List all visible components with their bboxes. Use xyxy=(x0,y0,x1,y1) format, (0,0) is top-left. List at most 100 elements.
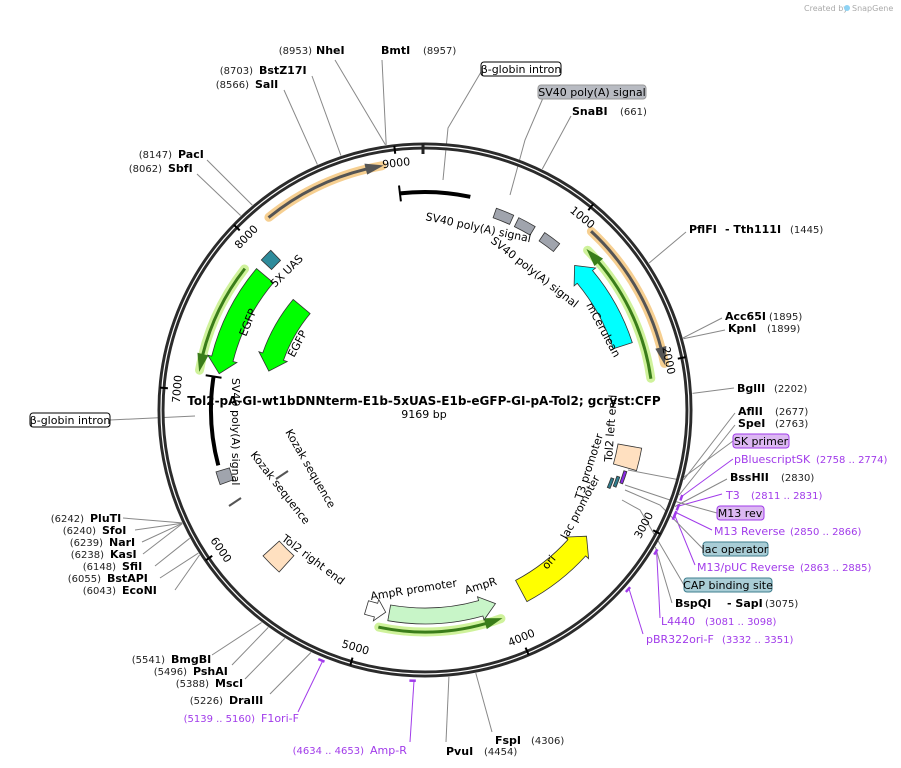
enzyme-position: (8566) xyxy=(216,80,249,91)
enzyme-site-kasi[interactable]: (6238)KasI xyxy=(71,548,137,561)
enzyme-site-pshai[interactable]: (5496)PshAI xyxy=(154,665,228,678)
enzyme-site-fspi[interactable]: FspI(4306) xyxy=(495,734,564,747)
enzyme-site-bmgbi[interactable]: (5541)BmgBI xyxy=(132,653,211,666)
enzyme-leader-line xyxy=(174,554,201,591)
enzyme-site-snabi[interactable]: SnaBI(661) xyxy=(572,105,647,118)
enzyme-site-pluti[interactable]: (6242)PluTI xyxy=(51,512,122,525)
enzyme-site-econi[interactable]: (6043)EcoNI xyxy=(83,584,157,597)
orange-feature-right-arrowhead xyxy=(589,230,667,366)
enzyme-position: (2830) xyxy=(781,473,814,484)
enzyme-site-sfoi[interactable]: (6240) SfoI xyxy=(63,524,127,537)
enzyme-leader-line xyxy=(206,159,253,206)
enzyme-site-bstapi[interactable]: (6055) BstAPI xyxy=(68,572,148,585)
enzyme-site-aflii[interactable]: AflII(2677) xyxy=(738,405,808,418)
feature-box-bglobin-left[interactable]: β-globin intron xyxy=(29,412,111,428)
enzyme-site-paci[interactable]: (8147)PacI xyxy=(139,148,204,161)
enzyme-name: BstAPI xyxy=(107,572,148,585)
enzyme-site-sbfi[interactable]: (8062)SbfI xyxy=(129,162,193,175)
feature-box-sk-primer[interactable]: SK primer xyxy=(732,433,790,449)
orange-feature-top-halo xyxy=(264,161,387,222)
feature-box-m13-rev[interactable]: M13 rev xyxy=(716,505,765,521)
enzyme-site-sali[interactable]: (8566)SalI xyxy=(216,78,278,91)
svg-text:β-globin intron: β-globin intron xyxy=(481,63,562,76)
enzyme-position: (1445) xyxy=(790,225,823,236)
enzyme-site-pflfi[interactable]: PflFI- Tth111I(1445) xyxy=(689,223,823,236)
mcerulean-arrow xyxy=(573,265,633,350)
tick-mark xyxy=(677,356,686,360)
enzyme-site-bglii[interactable]: BglII(2202) xyxy=(737,382,807,395)
primer-leader-line xyxy=(409,680,415,743)
primer-m13-puc-reverse[interactable]: M13/pUC Reverse (2863 .. 2885) xyxy=(697,561,872,574)
enzyme-position: (6240) xyxy=(63,526,96,537)
enzyme-site-msci[interactable]: (5388)MscI xyxy=(176,677,243,690)
enzyme-site-pvui[interactable]: PvuI(4454) xyxy=(446,745,517,758)
enzyme-leader-line xyxy=(682,317,723,339)
primer-name: M13 Reverse xyxy=(714,525,785,538)
enzyme-leader-line xyxy=(334,59,386,146)
enzyme-leader-line xyxy=(196,173,241,216)
egfp-arrow-a xyxy=(206,268,274,375)
primer-leader-line xyxy=(681,458,734,497)
enzyme-leader-line xyxy=(311,75,342,156)
primer-mark xyxy=(317,657,325,663)
enzyme-name: BglII xyxy=(737,382,765,395)
small-feature xyxy=(612,475,621,488)
tick-mark xyxy=(233,224,241,232)
primer-l4440[interactable]: L4440(3081 .. 3098) xyxy=(661,615,777,628)
primer-name: T3 xyxy=(725,489,740,502)
enzyme-name: SnaBI xyxy=(572,105,608,118)
tick-mark xyxy=(349,657,354,666)
plasmid-backbone[interactable] xyxy=(157,142,693,678)
green-feature-left-arrowhead xyxy=(197,267,246,372)
tick-mark xyxy=(393,145,397,154)
enzyme-leader-line xyxy=(134,522,183,531)
primer-amp-r[interactable]: (4634 .. 4653)Amp-R xyxy=(293,744,408,757)
enzyme-position: (6238) xyxy=(71,550,104,561)
enzyme-leader-line xyxy=(541,115,572,170)
primer-name: M13/pUC Reverse xyxy=(697,561,795,574)
feature-leader-line xyxy=(109,415,196,421)
orange-feature-top-arrowhead xyxy=(267,163,384,219)
enzyme-name: SfoI xyxy=(102,524,126,537)
tick-mark xyxy=(205,554,213,562)
enzyme-name: SfiI xyxy=(122,560,142,573)
tick-label: 3000 xyxy=(632,510,657,541)
primer-f1ori-f[interactable]: (5139 .. 5160)F1ori-F xyxy=(184,712,299,725)
sv40-polya-bar xyxy=(398,185,402,202)
feature-box-sv40-top[interactable]: SV40 poly(A) signal xyxy=(537,84,647,100)
enzyme-site-nhei[interactable]: (8953)NheI xyxy=(279,44,345,57)
enzyme-site-bsshii[interactable]: BssHII(2830) xyxy=(730,471,814,484)
tick-label: 5000 xyxy=(340,637,371,657)
enzyme-site-spei[interactable]: SpeI(2763) xyxy=(738,417,808,430)
enzyme-position: (4306) xyxy=(531,736,564,747)
primer-range: (2863 .. 2885) xyxy=(800,563,872,574)
enzyme-site-kpni[interactable]: KpnI(1899) xyxy=(728,322,800,335)
enzyme-position: (6055) xyxy=(68,574,101,585)
enzyme-site-bstz17i[interactable]: (8703)BstZ17I xyxy=(220,64,307,77)
enzyme-site-sfii[interactable]: (6148)SfiI xyxy=(83,560,142,573)
enzyme-leader-line xyxy=(283,89,318,165)
primer-mark xyxy=(671,512,677,521)
enzyme-position: (4454) xyxy=(484,747,517,758)
enzyme-site-bspqi[interactable]: BspQI- SapI(3075) xyxy=(675,597,798,610)
enzyme-leader-line xyxy=(231,627,269,666)
credit-text: Created by xyxy=(804,4,848,13)
primer-pbr322ori-f[interactable]: pBR322ori-F(3332 .. 3351) xyxy=(646,633,794,646)
enzyme-position: (8062) xyxy=(129,164,162,175)
feature-box-bglobin-top[interactable]: β-globin intron xyxy=(480,61,562,77)
primer-pbluescriptsk[interactable]: pBluescriptSK(2758 .. 2774) xyxy=(734,453,888,466)
primer-t3[interactable]: T3(2811 .. 2831) xyxy=(725,489,823,502)
sv40-polya-arc-top xyxy=(399,189,471,199)
enzyme-site-bmti[interactable]: BmtI(8957) xyxy=(381,44,456,57)
enzyme-site-nari[interactable]: (6239)NarI xyxy=(70,536,135,549)
svg-text:M13 rev: M13 rev xyxy=(718,507,763,520)
enzyme-site-draiii[interactable]: (5226)DraIII xyxy=(190,694,264,707)
feature-box-cap-site[interactable]: CAP binding site xyxy=(683,577,773,593)
feature-leader-line xyxy=(442,71,482,181)
feature-box-lac-operator[interactable]: lac operator xyxy=(702,541,769,557)
label-sv40-left: SV40 poly(A) signal xyxy=(229,378,242,485)
enzyme-name: BmgBI xyxy=(171,653,211,666)
primer-m13-reverse[interactable]: M13 Reverse(2850 .. 2866) xyxy=(714,525,862,538)
enzyme-site-acc65i[interactable]: Acc65I(1895) xyxy=(725,310,802,323)
